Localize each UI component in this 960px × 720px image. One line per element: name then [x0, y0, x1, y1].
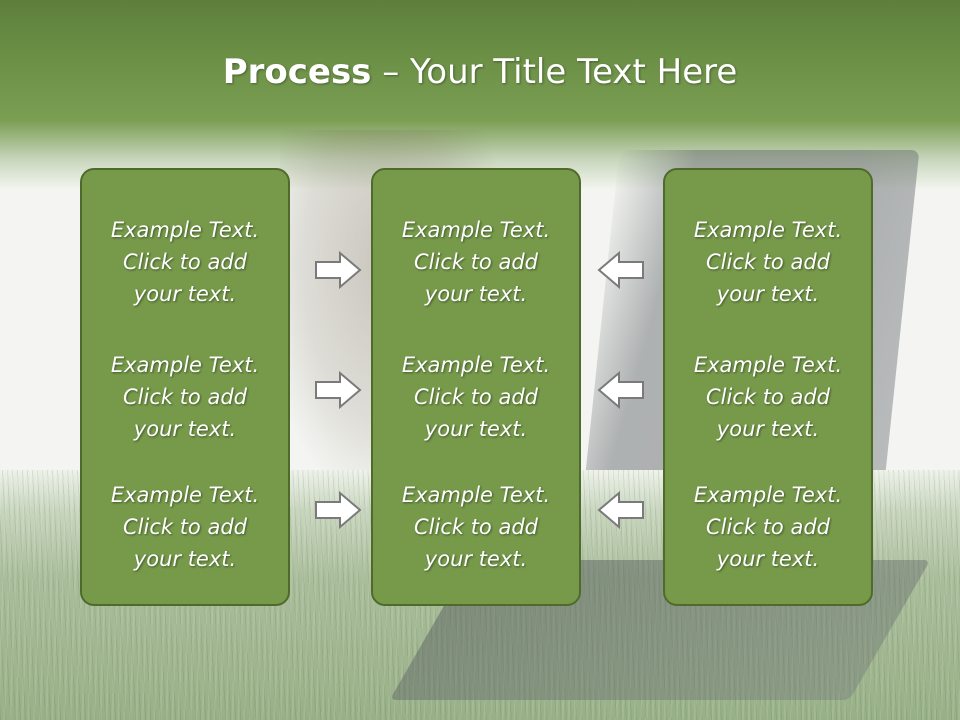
right-box-text-2[interactable]: Example Text. Click to add your text. — [693, 353, 843, 441]
right-box-text-1[interactable]: Example Text. Click to add your text. — [693, 218, 843, 306]
left-box-text-1[interactable]: Example Text. Click to add your text. — [110, 218, 260, 306]
left-box-text-3[interactable]: Example Text. Click to add your text. — [110, 483, 260, 571]
arrow-right-icon — [315, 250, 362, 290]
title-bold: Process — [222, 52, 372, 92]
right-text-box[interactable]: Example Text. Click to add your text. Ex… — [663, 168, 873, 606]
title-rest: – Your Title Text Here — [371, 52, 738, 92]
arrow-right-icon — [315, 370, 362, 410]
arrow-left-icon — [597, 490, 644, 530]
left-box-text-2[interactable]: Example Text. Click to add your text. — [110, 353, 260, 441]
arrow-right-icon — [315, 490, 362, 530]
arrow-left-icon — [597, 250, 644, 290]
middle-box-text-1[interactable]: Example Text. Click to add your text. — [401, 218, 551, 306]
arrow-left-icon — [597, 370, 644, 410]
left-text-box[interactable]: Example Text. Click to add your text. Ex… — [80, 168, 290, 606]
middle-box-text-2[interactable]: Example Text. Click to add your text. — [401, 353, 551, 441]
slide-title[interactable]: Process – Your Title Text Here — [0, 52, 960, 92]
middle-box-text-3[interactable]: Example Text. Click to add your text. — [401, 483, 551, 571]
right-box-text-3[interactable]: Example Text. Click to add your text. — [693, 483, 843, 571]
middle-text-box[interactable]: Example Text. Click to add your text. Ex… — [371, 168, 581, 606]
